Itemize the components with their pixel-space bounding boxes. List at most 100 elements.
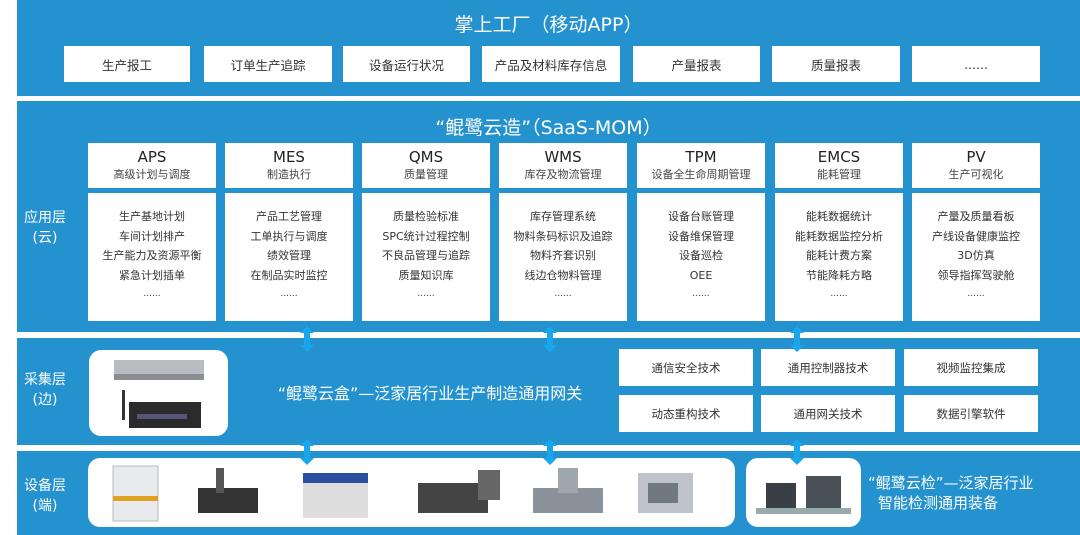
module-feature: 节能降耗方略 — [806, 268, 872, 282]
layer-sub: (云) — [32, 230, 58, 246]
module-feature: 3D仿真 — [957, 249, 995, 262]
module-feature: 工单执行与调度 — [250, 229, 328, 243]
module-feature: 能耗数据统计 — [806, 210, 872, 223]
module-feature: 不良品管理与追踪 — [382, 249, 470, 262]
module-body-wms: 库存管理系统物料条码标识及追踪物料齐套识别线边仓物料管理...... — [499, 193, 627, 321]
module-feature: 车间计划排产 — [119, 229, 185, 243]
module-subtitle: 生产可视化 — [948, 168, 1004, 181]
module-feature: 在制品实时监控 — [250, 268, 328, 282]
module-feature: 能耗计费方案 — [806, 249, 872, 262]
edge-technology-item: 通信安全技术 — [619, 349, 753, 386]
module-header-pv[interactable]: PV 生产可视化 — [912, 143, 1040, 188]
edge-layer-label: 采集层 (边) — [17, 370, 73, 410]
module-feature: 设备台账管理 — [668, 210, 734, 223]
bidirectional-arrow-icon — [790, 326, 804, 356]
module-body-mes: 产品工艺管理工单执行与调度绩效管理在制品实时监控...... — [225, 193, 353, 321]
bidirectional-arrow-icon — [300, 439, 314, 469]
module-header-mes[interactable]: MES 制造执行 — [225, 143, 353, 188]
gateway-device-image — [89, 350, 228, 436]
layer-name: 设备层 — [24, 478, 66, 494]
module-feature: 能耗数据监控分析 — [795, 229, 883, 243]
mobile-app-title: 掌上工厂（移动APP） — [454, 14, 643, 36]
module-feature: ...... — [692, 289, 710, 299]
module-subtitle: 能耗管理 — [817, 168, 861, 181]
layer-sub: (边) — [32, 392, 58, 408]
module-feature: 生产能力及资源平衡 — [102, 249, 202, 262]
module-body-pv: 产量及质量看板产线设备健康监控 3D仿真领导指挥驾驶舱...... — [912, 193, 1040, 321]
edge-gateway-title: “鲲鹭云盒”—泛家居行业生产制造通用网关 — [277, 384, 583, 403]
module-feature: ...... — [417, 289, 435, 299]
bidirectional-arrow-icon — [543, 326, 557, 356]
device-layer-label: 设备层(端) — [17, 476, 73, 516]
module-name: EMCS — [817, 148, 861, 166]
module-feature: 物料条码标识及追踪 — [513, 229, 613, 243]
module-feature: 产品工艺管理 — [256, 210, 322, 223]
edge-technology-item: 通用网关技术 — [761, 395, 895, 432]
app-feature-item[interactable]: 设备运行状况 — [343, 46, 470, 82]
module-feature: 产线设备健康监控 — [932, 229, 1020, 243]
layer-name: 应用层 — [24, 210, 66, 226]
module-feature: 物料齐套识别 — [530, 249, 596, 262]
bidirectional-arrow-icon — [790, 439, 804, 469]
module-name: TPM — [685, 148, 717, 166]
module-subtitle: 制造执行 — [267, 168, 311, 181]
app-feature-item[interactable]: 质量报表 — [772, 46, 900, 82]
module-name: WMS — [544, 148, 582, 166]
module-name: PV — [966, 148, 986, 166]
module-feature: 领导指挥驾驶舱 — [937, 268, 1015, 282]
edge-technology-item: 通用控制器技术 — [761, 349, 895, 386]
module-name: MES — [273, 148, 305, 166]
inspection-title-line: “鲲鹭云检”—泛家居行业 — [868, 474, 1034, 492]
module-header-emcs[interactable]: EMCS 能耗管理 — [775, 143, 903, 188]
module-feature: ...... — [143, 289, 161, 299]
module-feature: 产量及质量看板 — [937, 210, 1015, 223]
app-feature-item[interactable]: 订单生产追踪 — [204, 46, 332, 82]
edge-technology-item: 数据引擎软件 — [904, 395, 1038, 432]
module-feature: ...... — [554, 289, 572, 299]
module-body-aps: 生产基地计划车间计划排产生产能力及资源平衡紧急计划插单...... — [88, 193, 216, 321]
module-subtitle: 库存及物流管理 — [524, 168, 602, 181]
module-feature: ...... — [830, 289, 848, 299]
equipment-images — [88, 458, 735, 527]
module-feature: 线边仓物料管理 — [524, 268, 602, 282]
module-header-wms[interactable]: WMS 库存及物流管理 — [499, 143, 627, 188]
module-name: QMS — [408, 148, 444, 166]
module-name: APS — [137, 148, 167, 166]
module-body-qms: 质量检验标准 SPC统计过程控制不良品管理与追踪质量知识库...... — [362, 193, 490, 321]
module-feature: 设备巡检 — [679, 249, 723, 262]
module-body-tpm: 设备台账管理设备维保管理设备巡检 OEE...... — [637, 193, 765, 321]
module-feature: 绩效管理 — [267, 249, 311, 262]
module-subtitle: 质量管理 — [404, 168, 448, 181]
module-subtitle: 设备全生命周期管理 — [651, 168, 751, 181]
module-feature: SPC统计过程控制 — [382, 229, 470, 243]
app-feature-item[interactable]: 产量报表 — [633, 46, 760, 82]
inspection-device-image — [746, 458, 861, 527]
module-feature: 生产基地计划 — [119, 210, 185, 223]
bidirectional-arrow-icon — [300, 326, 314, 356]
layer-name: 采集层 — [24, 372, 66, 388]
application-layer-label: 应用层 (云) — [17, 208, 73, 248]
module-header-qms[interactable]: QMS 质量管理 — [362, 143, 490, 188]
machines-icon — [112, 465, 693, 522]
inspection-title: “鲲鹭云检”—泛家居行业智能检测通用装备 — [868, 473, 1058, 513]
module-header-tpm[interactable]: TPM 设备全生命周期管理 — [637, 143, 765, 188]
module-feature: ...... — [280, 289, 298, 299]
module-feature: 库存管理系统 — [530, 210, 596, 223]
app-feature-item[interactable]: ...... — [912, 46, 1040, 82]
edge-technology-item: 视频监控集成 — [904, 349, 1038, 386]
module-feature: OEE — [689, 268, 713, 282]
mom-title: “鲲鹭云造”（SaaS-MOM） — [435, 117, 662, 139]
module-feature: 质量知识库 — [398, 268, 454, 282]
app-feature-item[interactable]: 生产报工 — [64, 46, 190, 82]
inspection-title-line: 智能检测通用装备 — [878, 494, 999, 512]
app-feature-item[interactable]: 产品及材料库存信息 — [482, 46, 620, 82]
inspection-machine-icon — [756, 476, 851, 514]
module-feature: 设备维保管理 — [668, 229, 734, 243]
module-feature: ...... — [967, 289, 985, 299]
edge-technology-item: 动态重构技术 — [619, 395, 753, 432]
gateway-box-icon — [114, 360, 204, 428]
module-feature: 质量检验标准 — [393, 210, 459, 223]
bidirectional-arrow-icon — [543, 439, 557, 469]
module-feature: 紧急计划插单 — [119, 268, 185, 282]
